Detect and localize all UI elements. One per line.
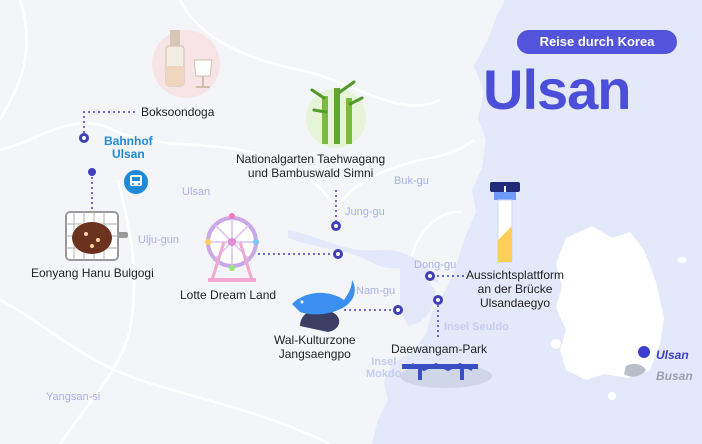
bay-ulsan <box>400 268 436 326</box>
district-ulju: Ulju-gun <box>138 234 179 246</box>
district-junggu: Jung-gu <box>345 206 385 218</box>
island-mokdo-line1: Insel <box>371 356 397 368</box>
label-taehwagang-line2: und Bambuswald Simni <box>247 166 374 180</box>
district-ulsan: Ulsan <box>182 186 211 198</box>
bridge-icon <box>400 362 492 388</box>
bamboo-icon <box>306 80 366 148</box>
district-borders <box>0 0 475 444</box>
label-taehwagang: Nationalgarten Taehwagang und Bambuswald… <box>236 152 385 180</box>
wine-bottle-icon <box>152 30 220 98</box>
route-dots <box>79 133 443 315</box>
page-title: Ulsan <box>483 58 631 121</box>
island-seuldo: Insel Seuldo <box>444 321 509 333</box>
train-icon <box>124 170 148 194</box>
river-taehwagang <box>288 230 440 284</box>
inset-label-busan: Busan <box>656 369 693 383</box>
ferris-wheel-icon <box>205 213 259 282</box>
label-observatory-line3: Ulsandaegyo <box>479 296 551 310</box>
bulgogi-grill-icon <box>65 211 128 261</box>
label-taehwagang-line1: Nationalgarten Taehwagang <box>236 152 386 166</box>
label-station-line1: Bahnhof <box>104 134 153 148</box>
korea-inset-busan-marker <box>624 363 646 377</box>
district-yangsan: Yangsan-si <box>46 391 101 403</box>
label-observatory: Aussichtsplattform an der Brücke Ulsanda… <box>466 268 564 310</box>
label-whale-line2: Jangsaengpo <box>278 347 351 361</box>
label-whale-line1: Wal-Kulturzone <box>274 333 356 347</box>
district-bukgu: Buk-gu <box>394 175 429 187</box>
whale-icon <box>292 280 355 332</box>
label-whale-zone: Wal-Kulturzone Jangsaengpo <box>274 333 356 361</box>
inset-label-ulsan: Ulsan <box>656 348 689 362</box>
label-bulgogi: Eonyang Hanu Bulgogi <box>31 266 154 280</box>
district-namgu: Nam-gu <box>356 285 396 297</box>
connector-lines <box>83 111 466 340</box>
travel-badge: Reise durch Korea <box>517 30 677 54</box>
label-observatory-line2: an der Brücke <box>477 282 553 296</box>
district-donggu: Dong-gu <box>414 259 457 271</box>
label-boksoondoga: Boksoondoga <box>141 105 215 119</box>
observatory-tower-icon <box>490 182 520 263</box>
island-mokdo: Insel Mokdo <box>366 356 401 380</box>
label-lotte: Lotte Dream Land <box>180 288 277 302</box>
label-daewangam: Daewangam-Park <box>391 342 488 356</box>
island-mokdo-line2: Mokdo <box>366 368 402 380</box>
label-station: Bahnhof Ulsan <box>104 135 153 161</box>
korea-inset <box>556 226 664 380</box>
label-observatory-line1: Aussichtsplattform <box>466 268 565 282</box>
label-station-line2: Ulsan <box>111 147 145 161</box>
korea-inset-ulsan-marker <box>638 346 650 358</box>
